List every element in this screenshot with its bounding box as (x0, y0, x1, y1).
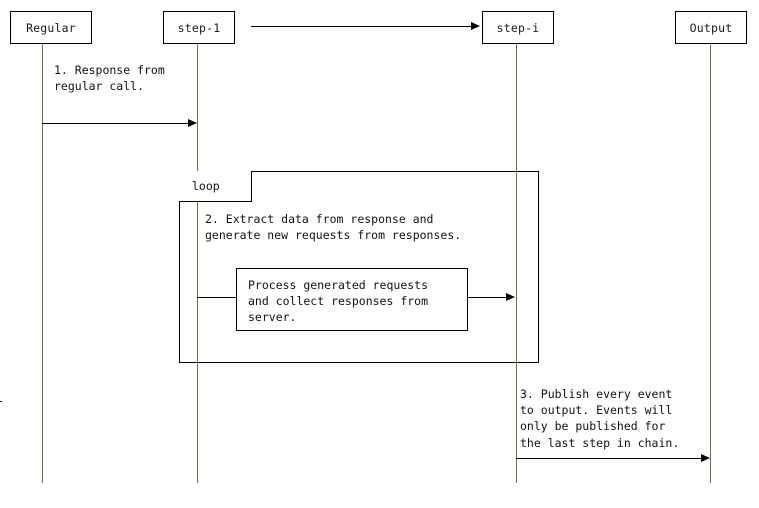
message-publish-line (516, 458, 702, 459)
edge-artifact (0, 401, 2, 402)
message-process-line-right (468, 297, 508, 298)
loop-fragment (179, 171, 539, 363)
participant-step-i-label: step-i (496, 20, 540, 35)
participant-regular[interactable]: Regular (10, 11, 92, 44)
lifeline-regular (42, 44, 43, 483)
loop-operator-text: loop (192, 179, 220, 193)
loop-fragment-label: loop (179, 171, 252, 202)
lifeline-output (710, 44, 711, 483)
participant-output-label: Output (689, 20, 733, 35)
lifeline-step-1 (197, 44, 198, 483)
loop-body-text: 2. Extract data from response and genera… (205, 212, 462, 243)
message-process-arrowhead (506, 293, 515, 301)
message-response-line (42, 123, 189, 124)
participant-step-1-label: step-1 (177, 20, 221, 35)
message-chain-arrowhead (471, 22, 480, 30)
message-chain-line (251, 26, 473, 27)
message-publish-arrowhead (701, 454, 710, 462)
lifeline-step-i (516, 44, 517, 483)
participant-step-i[interactable]: step-i (482, 11, 554, 44)
participant-regular-label: Regular (26, 20, 76, 35)
process-note-box: Process generated requests and collect r… (236, 268, 468, 331)
participant-output[interactable]: Output (675, 11, 747, 44)
message-process-line-left (197, 297, 237, 298)
message-response-label: 1. Response from regular call. (54, 63, 165, 94)
message-response-arrowhead (188, 119, 197, 127)
message-publish-label: 3. Publish every event to output. Events… (520, 387, 680, 450)
participant-step-1[interactable]: step-1 (163, 11, 235, 44)
